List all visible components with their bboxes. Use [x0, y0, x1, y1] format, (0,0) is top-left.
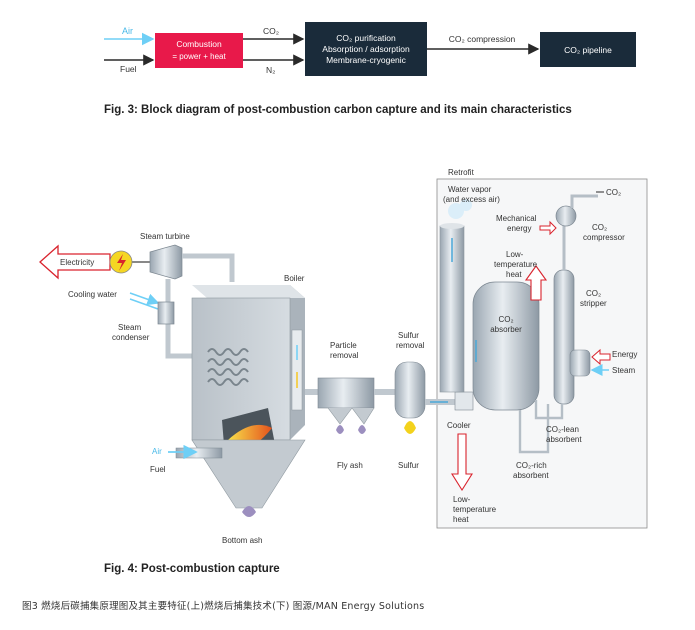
low-temp-heat-bottom-line2: temperature — [453, 505, 497, 514]
fig3-caption: Fig. 3: Block diagram of post-combustion… — [104, 104, 572, 116]
mechanical-energy-label-line2: energy — [507, 224, 531, 233]
compression-label: CO₂ compression — [449, 34, 516, 44]
water-vapor-label-line1: Water vapor — [448, 185, 492, 194]
bottom-ash-label: Bottom ash — [222, 536, 262, 545]
co2-stripper-label-line1: CO₂ — [586, 289, 601, 298]
low-temp-heat-down-arrow — [451, 433, 473, 492]
fuel-inlet-label: Fuel — [150, 465, 166, 474]
combustion-box-label-line2: = power + heat — [172, 52, 226, 61]
co2-absorber-label-line2: absorber — [490, 325, 522, 334]
sulfur-label: Sulfur — [398, 461, 419, 470]
co2-stripper-label-line2: stripper — [580, 299, 607, 308]
sulfur-drop — [404, 421, 416, 434]
co2-lean-label-line2: absorbent — [546, 435, 582, 444]
fig3-block-diagram: Air Fuel Combustion = power + heat CO₂ N… — [104, 22, 636, 116]
fuel-input-label: Fuel — [120, 64, 137, 74]
particle-removal-label-line2: removal — [330, 351, 359, 360]
steam-condenser-label-line2: condenser — [112, 333, 150, 342]
sulfur-removal-label-line1: Sulfur — [398, 331, 419, 340]
co2-compressor — [555, 205, 577, 227]
retrofit-frame — [436, 178, 648, 529]
n2-out-label: N₂ — [266, 65, 275, 75]
fly-ash-drop-1 — [336, 425, 344, 434]
purification-label-line1: CO₂ purification — [336, 33, 396, 43]
co2-absorber-label-line1: CO₂ — [498, 315, 513, 324]
electricity-label: Electricity — [60, 258, 94, 267]
cooler-unit — [454, 391, 474, 411]
water-vapor-label-line2: (and excess air) — [443, 195, 500, 204]
boiler-label: Boiler — [284, 274, 305, 283]
boiler-top — [192, 285, 305, 298]
energy-label: Energy — [612, 350, 637, 359]
retrofit-label: Retrofit — [448, 168, 475, 177]
flue-gas-channel — [291, 329, 303, 411]
low-temp-heat-top-line1: Low- — [506, 250, 524, 259]
mechanical-energy-arrow — [539, 220, 557, 236]
co2-absorber — [472, 281, 540, 411]
air-input-label: Air — [122, 26, 133, 36]
burner-pipe — [175, 447, 223, 459]
co2-rich-line — [518, 404, 550, 454]
vapor-cloud-2 — [460, 199, 472, 211]
steam-label: Steam — [612, 366, 635, 375]
cooling-water-label: Cooling water — [68, 290, 117, 299]
combustion-box-label-line1: Combustion — [176, 39, 222, 49]
reboiler — [569, 349, 591, 377]
bottom-ash-drop — [242, 506, 256, 517]
steam-turbine — [149, 244, 183, 280]
exhaust-stack — [439, 225, 465, 393]
co2-purification-box — [305, 22, 427, 76]
purification-label-line3: Membrane-cryogenic — [326, 55, 407, 65]
steam-turbine-label: Steam turbine — [140, 232, 190, 241]
cooler-label: Cooler — [447, 421, 471, 430]
co2-pipeline-box — [540, 32, 636, 67]
co2-compressor-label-line1: CO₂ — [592, 223, 607, 232]
low-temp-heat-bottom-line3: heat — [453, 515, 469, 524]
particle-hoppers — [327, 407, 375, 425]
co2-lean-label-line1: CO₂-lean — [546, 425, 579, 434]
energy-in-arrow — [591, 348, 611, 366]
steam-pipe-upper — [182, 253, 235, 282]
sulfur-removal-tower — [394, 361, 426, 419]
fig4-process-illustration: Retrofit Electricity Steam turbine Cooli… — [39, 168, 648, 575]
lightning-icon — [117, 254, 126, 271]
pipeline-label: CO₂ pipeline — [564, 45, 612, 55]
fig4-caption: Fig. 4: Post-combustion capture — [104, 563, 280, 575]
compressor-outlet-pipe — [570, 194, 598, 208]
steam-condenser — [157, 301, 175, 325]
fly-ash-label: Fly ash — [337, 461, 363, 470]
cooling-water-arrow — [129, 292, 160, 306]
particle-removal-unit — [317, 377, 375, 409]
low-temp-heat-bottom-line1: Low- — [453, 495, 471, 504]
particle-removal-label-line1: Particle — [330, 341, 357, 350]
co2-out-label: CO₂ — [263, 26, 279, 36]
sulfur-removal-label-line2: removal — [396, 341, 425, 350]
co2-rich-label-line1: CO₂-rich — [516, 461, 547, 470]
mechanical-energy-label-line1: Mechanical — [496, 214, 537, 223]
air-inlet-label: Air — [152, 447, 162, 456]
combustion-box — [155, 33, 243, 68]
purification-label-line2: Absorption / adsorption — [322, 44, 410, 54]
source-footer: 图3 燃烧后碳捕集原理图及其主要特征(上)燃烧后捕集技术(下) 图源/MAN E… — [22, 601, 425, 612]
fly-ash-drop-2 — [358, 425, 366, 434]
co2-compressor-label-line2: compressor — [583, 233, 625, 242]
co2-out-label-fig4: CO₂ — [606, 188, 621, 197]
steam-condenser-label-line1: Steam — [118, 323, 141, 332]
co2-stripper — [553, 269, 575, 405]
low-temp-heat-top-line3: heat — [506, 270, 522, 279]
co2-rich-label-line2: absorbent — [513, 471, 549, 480]
low-temp-heat-up-arrow — [524, 265, 548, 301]
vapor-cloud-1 — [448, 203, 464, 219]
exhaust-stack-top — [440, 223, 464, 229]
boiler-tube-bank — [207, 348, 249, 386]
cooling-water-arrow-2 — [129, 298, 159, 310]
low-temp-heat-top-line2: temperature — [494, 260, 538, 269]
